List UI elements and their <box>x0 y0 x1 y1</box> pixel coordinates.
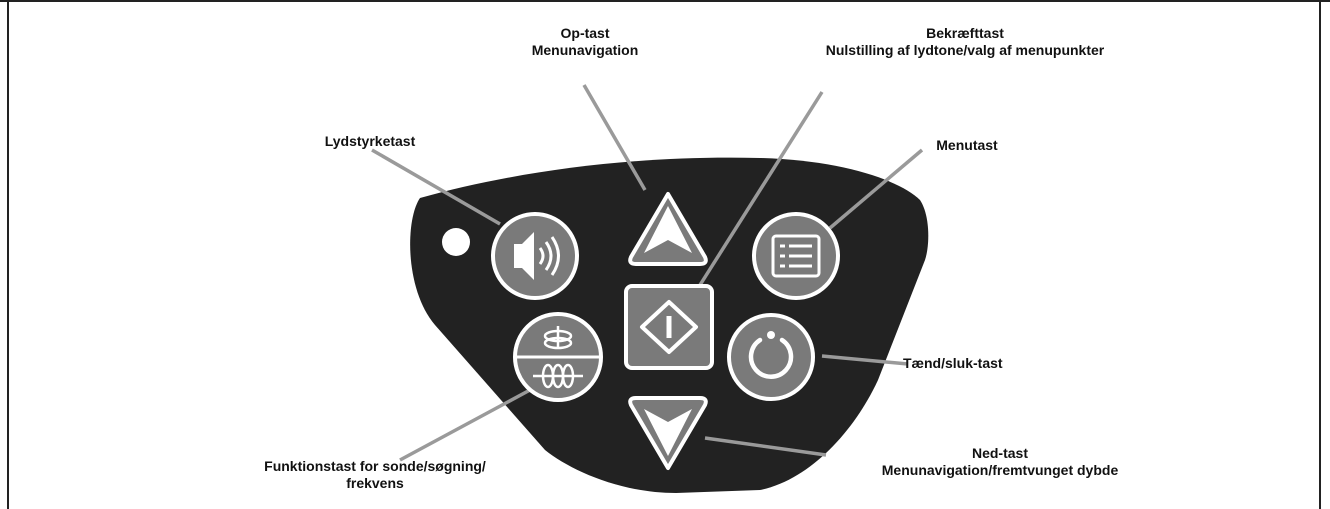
sonde-search-frequency-icon <box>533 326 583 389</box>
down-arrow-icon <box>644 409 692 456</box>
leader-menu-key <box>828 148 924 230</box>
volume-key[interactable] <box>491 212 579 300</box>
label-up-key: Op-tast Menunavigation <box>510 25 660 59</box>
label-volume-key-text: Lydstyrketast <box>324 133 416 149</box>
label-function-key-line2: frekvens <box>346 475 404 491</box>
confirm-key[interactable] <box>624 284 714 370</box>
label-volume-key: Lydstyrketast <box>290 133 450 150</box>
up-arrow-icon <box>644 206 692 253</box>
leader-volume-key <box>371 148 501 226</box>
leader-function-key <box>399 388 531 462</box>
volume-icon <box>514 232 560 280</box>
label-confirm-key: Bekræfttast Nulstilling af lydtone/valg … <box>775 25 1155 59</box>
label-function-key: Funktionstast for sonde/søgning/ frekven… <box>235 458 515 492</box>
label-confirm-key-line1: Bekræfttast <box>926 25 1004 41</box>
power-key[interactable] <box>727 313 815 401</box>
menu-key[interactable] <box>752 212 840 300</box>
label-up-key-line2: Menunavigation <box>531 42 639 58</box>
label-menu-key-text: Menutast <box>936 137 998 153</box>
leader-up-key <box>582 84 647 191</box>
label-down-key-line2: Menunavigation/fremtvunget dybde <box>881 462 1119 478</box>
label-power-key-text: Tænd/sluk-tast <box>903 355 1003 371</box>
label-up-key-line1: Op-tast <box>560 25 610 41</box>
confirm-diamond-icon <box>640 300 698 354</box>
leader-confirm-key <box>698 91 824 286</box>
leader-power-key <box>821 354 909 366</box>
led-indicator <box>442 228 470 256</box>
menu-list-icon <box>771 234 821 278</box>
label-power-key: Tænd/sluk-tast <box>903 355 1043 372</box>
leader-lines <box>371 84 924 462</box>
leader-down-key <box>704 436 827 457</box>
power-icon <box>748 331 794 379</box>
label-confirm-key-line2: Nulstilling af lydtone/valg af menupunkt… <box>825 42 1105 58</box>
function-key[interactable] <box>513 312 603 402</box>
label-function-key-line1: Funktionstast for sonde/søgning/ <box>264 458 486 474</box>
label-down-key-line1: Ned-tast <box>971 445 1028 461</box>
label-menu-key: Menutast <box>912 137 1022 154</box>
up-key[interactable] <box>628 192 708 266</box>
label-down-key: Ned-tast Menunavigation/fremtvunget dybd… <box>850 445 1150 479</box>
down-key[interactable] <box>628 396 708 470</box>
